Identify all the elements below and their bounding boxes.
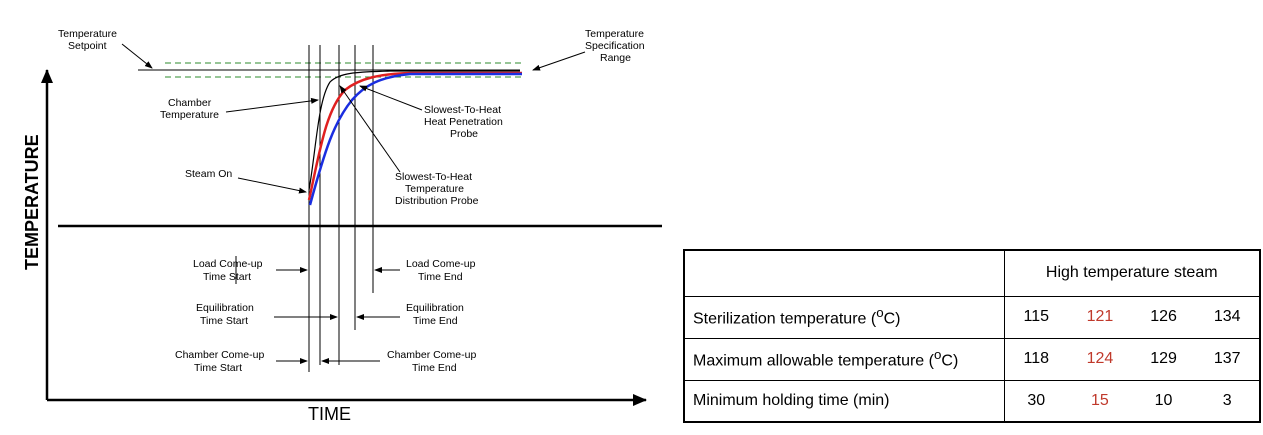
load-start-label-1: Load Come-up bbox=[193, 258, 263, 270]
x-axis-title: TIME bbox=[308, 404, 351, 424]
row-label-max-allowable-temperature: Maximum allowable temperature (oC) bbox=[683, 337, 1005, 381]
chamber-start-label-1: Chamber Come-up bbox=[175, 349, 264, 361]
heat-pen-label-2: Heat Penetration bbox=[424, 116, 503, 128]
row-label-min-holding-time: Minimum holding time (min) bbox=[683, 379, 1005, 423]
row-values: 118 124 129 137 bbox=[1003, 337, 1261, 381]
value-cell: 134 bbox=[1213, 308, 1241, 325]
table-row: Sterilization temperature (oC) 115 121 1… bbox=[683, 295, 1261, 339]
equil-end-label-2: Time End bbox=[413, 315, 458, 327]
spec-label-3: Range bbox=[600, 52, 631, 64]
chamber-end-label-2: Time End bbox=[412, 362, 457, 374]
load-end-label-1: Load Come-up bbox=[406, 258, 476, 270]
steam-on-label: Steam On bbox=[185, 168, 232, 180]
dist-label-2: Temperature bbox=[405, 183, 464, 195]
dist-label-1: Slowest-To-Heat bbox=[395, 171, 472, 183]
row-label-sterilization-temperature: Sterilization temperature (oC) bbox=[683, 295, 1005, 339]
equil-end-label-1: Equilibration bbox=[406, 302, 464, 314]
heat-pen-label-1: Slowest-To-Heat bbox=[424, 104, 501, 116]
chamber-label-1: Chamber bbox=[168, 97, 212, 109]
table-corner-cell bbox=[683, 249, 1005, 297]
spec-pointer bbox=[532, 51, 586, 71]
table-header-cell: High temperature steam bbox=[1003, 249, 1261, 297]
heat-pen-label-3: Probe bbox=[450, 128, 478, 140]
value-cell-highlighted: 124 bbox=[1086, 350, 1114, 367]
value-cell-highlighted: 15 bbox=[1091, 391, 1109, 409]
value-cell: 3 bbox=[1222, 391, 1232, 409]
sterilization-parameters-table: High temperature steam Sterilization tem… bbox=[683, 249, 1261, 423]
chamber-label-2: Temperature bbox=[160, 109, 219, 121]
spec-label-1: Temperature bbox=[585, 28, 644, 40]
y-axis-title: TEMPERATURE bbox=[22, 134, 42, 270]
load-start-label-2: Time Start bbox=[203, 271, 251, 283]
table-row: Maximum allowable temperature (oC) 118 1… bbox=[683, 337, 1261, 381]
value-cell: 10 bbox=[1154, 391, 1173, 409]
dist-label-3: Distribution Probe bbox=[395, 195, 479, 207]
setpoint-label-2: Setpoint bbox=[68, 40, 107, 52]
table-row: Minimum holding time (min) 30 15 10 3 bbox=[683, 379, 1261, 423]
chamber-start-label-2: Time Start bbox=[194, 362, 242, 374]
value-cell: 126 bbox=[1150, 308, 1177, 325]
value-cell: 115 bbox=[1023, 308, 1050, 325]
row-values: 115 121 126 134 bbox=[1003, 295, 1261, 339]
equil-start-label-2: Time Start bbox=[200, 315, 248, 327]
row-values: 30 15 10 3 bbox=[1003, 379, 1261, 423]
table-header-row: High temperature steam bbox=[683, 249, 1261, 297]
value-cell: 137 bbox=[1213, 350, 1241, 367]
value-cell-highlighted: 121 bbox=[1086, 308, 1114, 325]
steam-on-pointer bbox=[237, 177, 307, 194]
chamber-pointer bbox=[225, 97, 319, 113]
dist-pointer bbox=[339, 85, 401, 173]
sterilization-cycle-diagram: TEMPERATURE TIME Temperature Setpoint Te… bbox=[22, 28, 662, 424]
chamber-end-label-1: Chamber Come-up bbox=[387, 349, 476, 361]
value-cell: 118 bbox=[1023, 350, 1050, 367]
setpoint-pointer bbox=[121, 43, 153, 69]
heat-pen-pointer bbox=[359, 85, 423, 111]
distribution-probe-curve bbox=[308, 72, 522, 206]
value-cell: 30 bbox=[1027, 391, 1046, 409]
equil-start-label-1: Equilibration bbox=[196, 302, 254, 314]
spec-label-2: Specification bbox=[585, 40, 645, 52]
setpoint-label-1: Temperature bbox=[58, 28, 117, 40]
value-cell: 129 bbox=[1150, 350, 1177, 367]
chamber-temperature-curve bbox=[308, 70, 520, 191]
load-end-label-2: Time End bbox=[418, 271, 463, 283]
